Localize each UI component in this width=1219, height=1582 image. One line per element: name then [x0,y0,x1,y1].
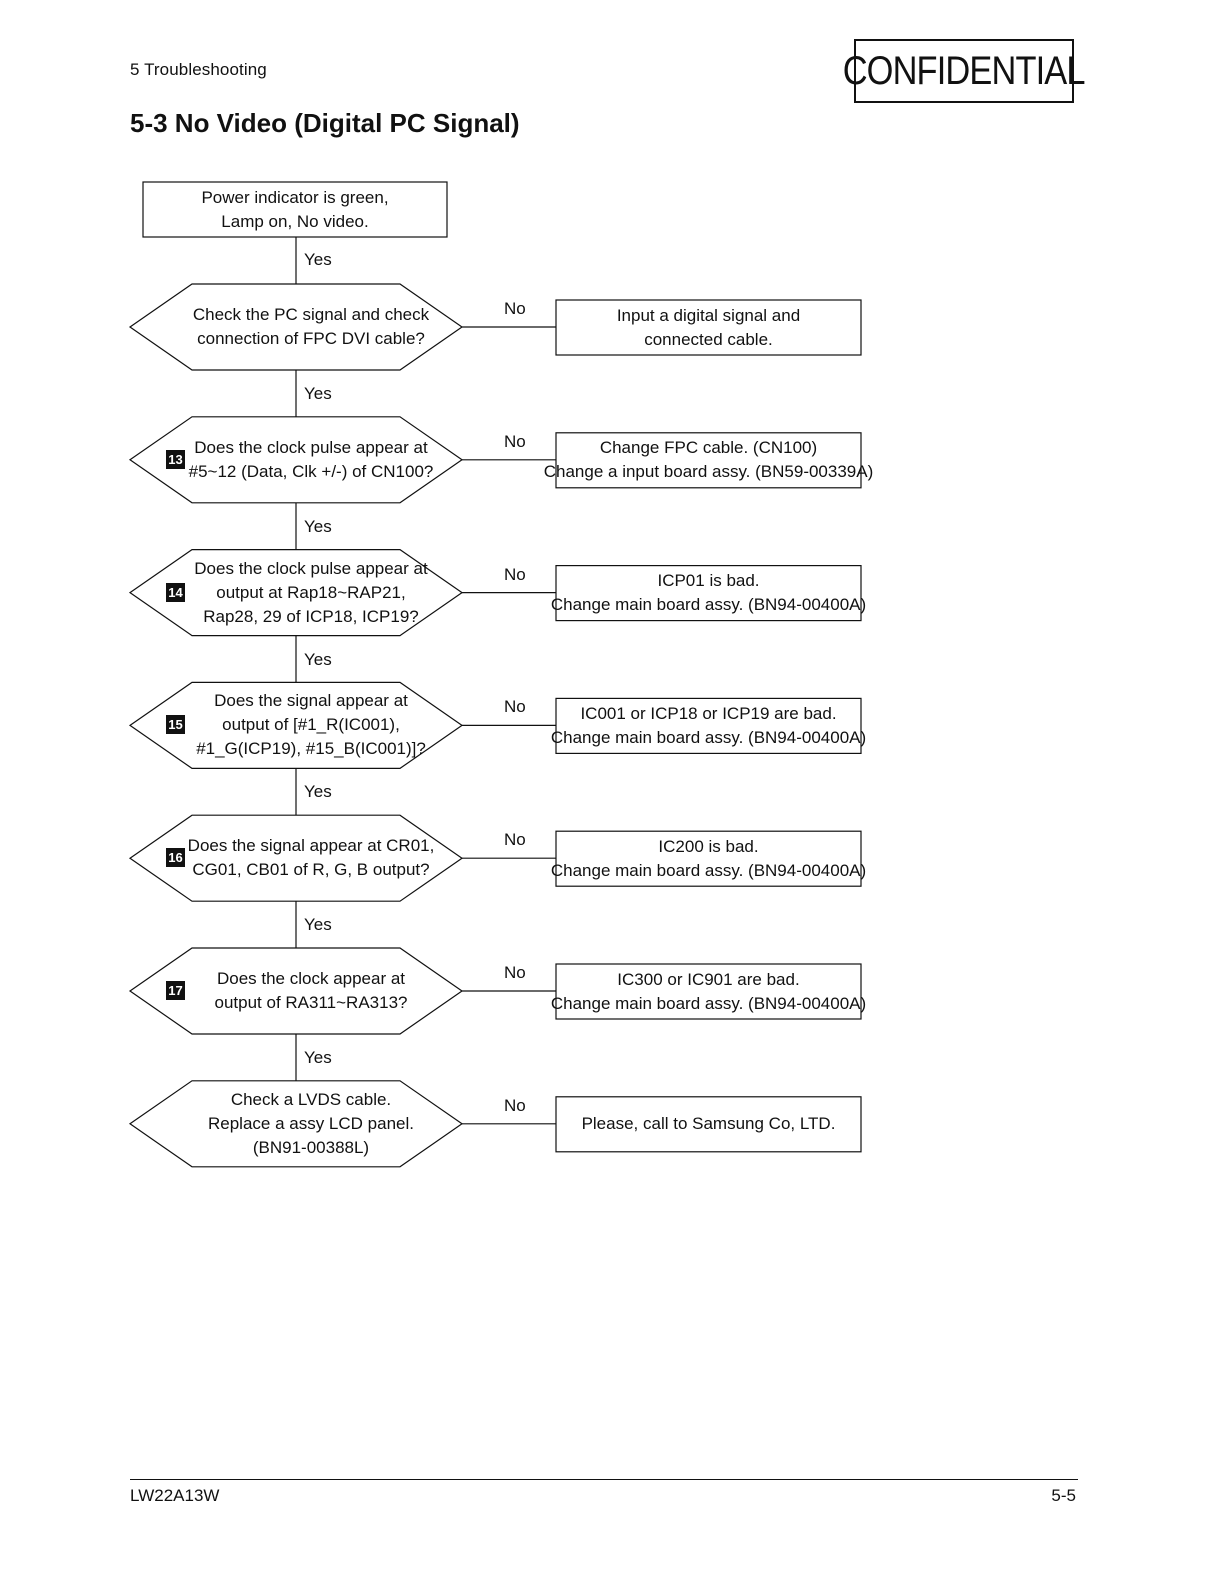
action-text: ICP01 is bad. Change main board assy. (BN… [551,566,866,621]
decision-text-line: connection of FPC DVI cable? [197,329,425,348]
yes-label: Yes [304,384,332,403]
decision-text: Does the clock pulse appear at output at … [160,550,462,636]
action-text-lines: IC300 or IC901 are bad. Change main board… [551,968,866,1016]
decision-text-line: Does the clock pulse appear at [194,437,428,457]
no-label: No [504,697,526,717]
action-box [555,1096,862,1153]
section-heading: 5 Troubleshooting [130,60,267,79]
action-text: IC200 is bad. Change main board assy. (BN… [551,831,866,886]
action-text-line: Change main board assy. (BN94-00400A) [550,595,867,615]
decision-text-lines: Does the signal appear at CR01, CG01, CB0… [188,834,435,882]
action-text-line: IC300 or IC901 are bad. [617,969,800,989]
action-box [555,697,862,755]
yes-label: Yes [304,516,332,536]
decision-text: Does the signal appear at CR01, CG01, CB0… [160,815,462,901]
footer-rule [130,1479,1078,1480]
decision-text-lines: Does the signal appear at output of [#1_R… [196,689,426,761]
yes-label: Yes [304,649,332,669]
no-label: No [504,830,526,850]
decision-text: Does the clock appear at output of RA311~… [160,948,462,1034]
confidential-stamp: CONFIDENTIAL [843,39,1086,103]
footer-page-number: 5-5 [1051,1486,1076,1505]
action-box [555,299,862,356]
no-label: No [504,1095,526,1115]
action-box [555,432,862,489]
yes-label: Yes [304,782,332,802]
action-text-lines: Change FPC cable. (CN100) Change a input … [544,436,874,484]
decision-text: Does the clock pulse appear at #5~12 (Dat… [160,417,462,503]
start-box-text-lines: Power indicator is green, Lamp on, No vid… [201,186,388,234]
action-text-line: Change a input board assy. (BN59-00339A) [543,462,874,482]
yes-label: Yes [304,250,332,269]
no-label: No [504,564,526,584]
action-text-lines: ICP01 is bad. Change main board assy. (BN… [551,569,866,617]
decision-text-line: Does the clock appear at [216,969,406,988]
action-text-line: Change FPC cable. (CN100) [599,438,818,458]
action-text-lines: Please, call to Samsung Co, LTD. [582,1112,836,1136]
action-text: IC001 or ICP18 or ICP19 are bad. Change m… [551,698,866,753]
action-box [555,963,862,1020]
decision-text-line: #1_G(ICP19), #15_B(IC001)]? [196,739,426,759]
action-text: Please, call to Samsung Co, LTD. [556,1097,861,1152]
action-text: IC300 or IC901 are bad. Change main board… [551,964,866,1019]
action-text-lines: IC200 is bad. Change main board assy. (BN… [551,835,866,883]
decision-text-line: output of RA311~RA313? [214,993,408,1012]
action-text: Input a digital signal and connected cabl… [556,300,861,355]
action-box [555,830,862,887]
action-text-line: Please, call to Samsung Co, LTD. [581,1114,836,1134]
action-text-line: connected cable. [644,329,773,349]
decision-text: Does the signal appear at output of [#1_R… [160,682,462,768]
yes-label: Yes [304,1048,332,1067]
action-text-lines: IC001 or ICP18 or ICP19 are bad. Change m… [551,702,866,750]
action-text-line: ICP01 is bad. [657,571,760,591]
page-title: 5-3 No Video (Digital PC Signal) [130,108,520,138]
decision-text-line: Rap28, 29 of ICP18, ICP19? [203,606,419,626]
action-text-line: IC200 is bad. [658,836,759,856]
decision-text-lines: Check a LVDS cable. Replace a assy LCD pa… [208,1088,414,1160]
step-number-badge: 16 [166,848,185,868]
decision-text-line: output at Rap18~RAP21, [216,582,406,602]
start-box-text-line: Power indicator is green, [201,187,389,207]
action-text-line: IC001 or ICP18 or ICP19 are bad. [580,703,837,723]
step-number-badge: 17 [166,981,185,1000]
action-text: Change FPC cable. (CN100) Change a input … [544,433,874,488]
decision-text-line: Does the signal appear at CR01, [187,836,435,856]
footer-model: LW22A13W [130,1486,220,1505]
no-label: No [504,963,526,982]
start-box-text: Power indicator is green, Lamp on, No vid… [143,182,447,237]
action-text-line: Change main board assy. (BN94-00400A) [550,860,867,880]
start-box [142,181,448,238]
action-box [555,564,862,622]
no-label: No [504,299,526,318]
step-number-badge: 14 [166,582,185,602]
decision-text-lines: Check the PC signal and check connection … [193,303,429,351]
decision-text-lines: Does the clock pulse appear at output at … [194,557,427,629]
decision-text-line: Check the PC signal and check [192,305,430,324]
step-number-badge: 13 [166,449,185,469]
decision-text-lines: Does the clock pulse appear at #5~12 (Dat… [189,436,434,484]
start-box-text-line: Lamp on, No video. [221,211,369,231]
decision-text-line: Replace a assy LCD panel. [207,1113,414,1133]
decision-text-line: (BN91-00388L) [252,1137,370,1157]
decision-text-line: output of [#1_R(IC001), [222,715,400,735]
decision-text-line: CG01, CB01 of R, G, B output? [192,860,430,880]
decision-text: Check the PC signal and check connection … [160,284,462,370]
step-number-badge: 15 [166,715,185,735]
yes-label: Yes [304,915,332,935]
decision-text-line: Check a LVDS cable. [230,1089,392,1109]
decision-text-line: Does the signal appear at [214,691,408,711]
action-text-line: Input a digital signal and [616,305,801,325]
action-text-lines: Input a digital signal and connected cabl… [617,304,800,352]
action-text-line: Change main board assy. (BN94-00400A) [550,727,867,747]
decision-text-line: Does the clock pulse appear at [194,558,428,578]
no-label: No [504,431,526,451]
action-text-line: Change main board assy. (BN94-00400A) [550,993,867,1013]
decision-text-line: #5~12 (Data, Clk +/-) of CN100? [188,461,434,481]
decision-text: Check a LVDS cable. Replace a assy LCD pa… [160,1081,462,1167]
confidential-label: CONFIDENTIAL [843,48,1086,93]
decision-text-lines: Does the clock appear at output of RA311~… [215,967,408,1015]
